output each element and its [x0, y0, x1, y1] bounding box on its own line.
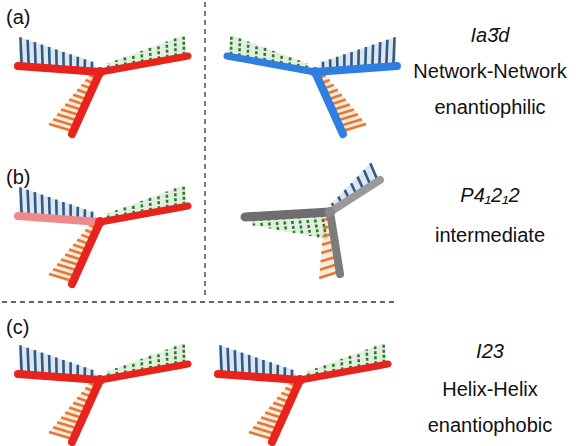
tripod [227, 35, 397, 134]
node [95, 375, 105, 385]
tripod-grey [245, 163, 380, 278]
node [95, 217, 105, 227]
node [325, 207, 335, 217]
rod [100, 364, 188, 380]
caption-label: Ia3̄d [471, 24, 510, 47]
fin-sheet [330, 163, 380, 212]
fin-sheet [249, 380, 300, 442]
fin-sheet [18, 345, 100, 380]
fin-sheet [49, 222, 100, 284]
fin-sheet [100, 343, 188, 380]
fin-sheet [227, 35, 315, 72]
tripod [218, 343, 388, 442]
caption-label: Network-Network [413, 60, 566, 83]
caption-label: intermediate [435, 224, 545, 247]
rod [18, 66, 100, 72]
node [310, 67, 320, 77]
panel-letter: (b) [6, 166, 30, 189]
fin-sheet [315, 37, 397, 72]
fin-sheet [18, 187, 100, 222]
node [95, 67, 105, 77]
rod [218, 374, 300, 380]
tripod [18, 185, 188, 284]
rod [330, 180, 380, 212]
fin-sheet [100, 185, 188, 222]
fin-sheet [100, 35, 188, 72]
rod [272, 380, 300, 442]
rod [100, 56, 188, 72]
tripod [18, 35, 188, 134]
rod [72, 72, 100, 134]
rod [245, 212, 330, 217]
panel-letter: (c) [6, 316, 29, 339]
caption-label: P4₁2₁2 [460, 184, 519, 207]
panel-letter: (a) [6, 6, 30, 29]
rod [315, 72, 343, 134]
divider-vertical [204, 2, 205, 298]
fin-sheet [18, 37, 100, 72]
fin-sheet [49, 380, 100, 442]
divider-horizontal [2, 301, 398, 302]
node [295, 375, 305, 385]
rod [315, 66, 397, 72]
fin-sheet [300, 343, 388, 380]
rod [227, 56, 315, 72]
tripod [18, 343, 188, 442]
caption-label: I23 [476, 340, 504, 363]
rod [18, 374, 100, 380]
fin-sheet [49, 72, 100, 134]
rod [100, 206, 188, 222]
caption-label: enantiophilic [434, 96, 545, 119]
caption-label: Helix-Helix [442, 378, 538, 401]
fin-sheet [218, 345, 300, 380]
rod [330, 212, 340, 274]
rod [72, 222, 100, 284]
rod [300, 364, 388, 380]
caption-label: enantiophobic [428, 414, 553, 437]
rod [18, 216, 100, 222]
fin-sheet [315, 72, 366, 134]
rod [72, 380, 100, 442]
